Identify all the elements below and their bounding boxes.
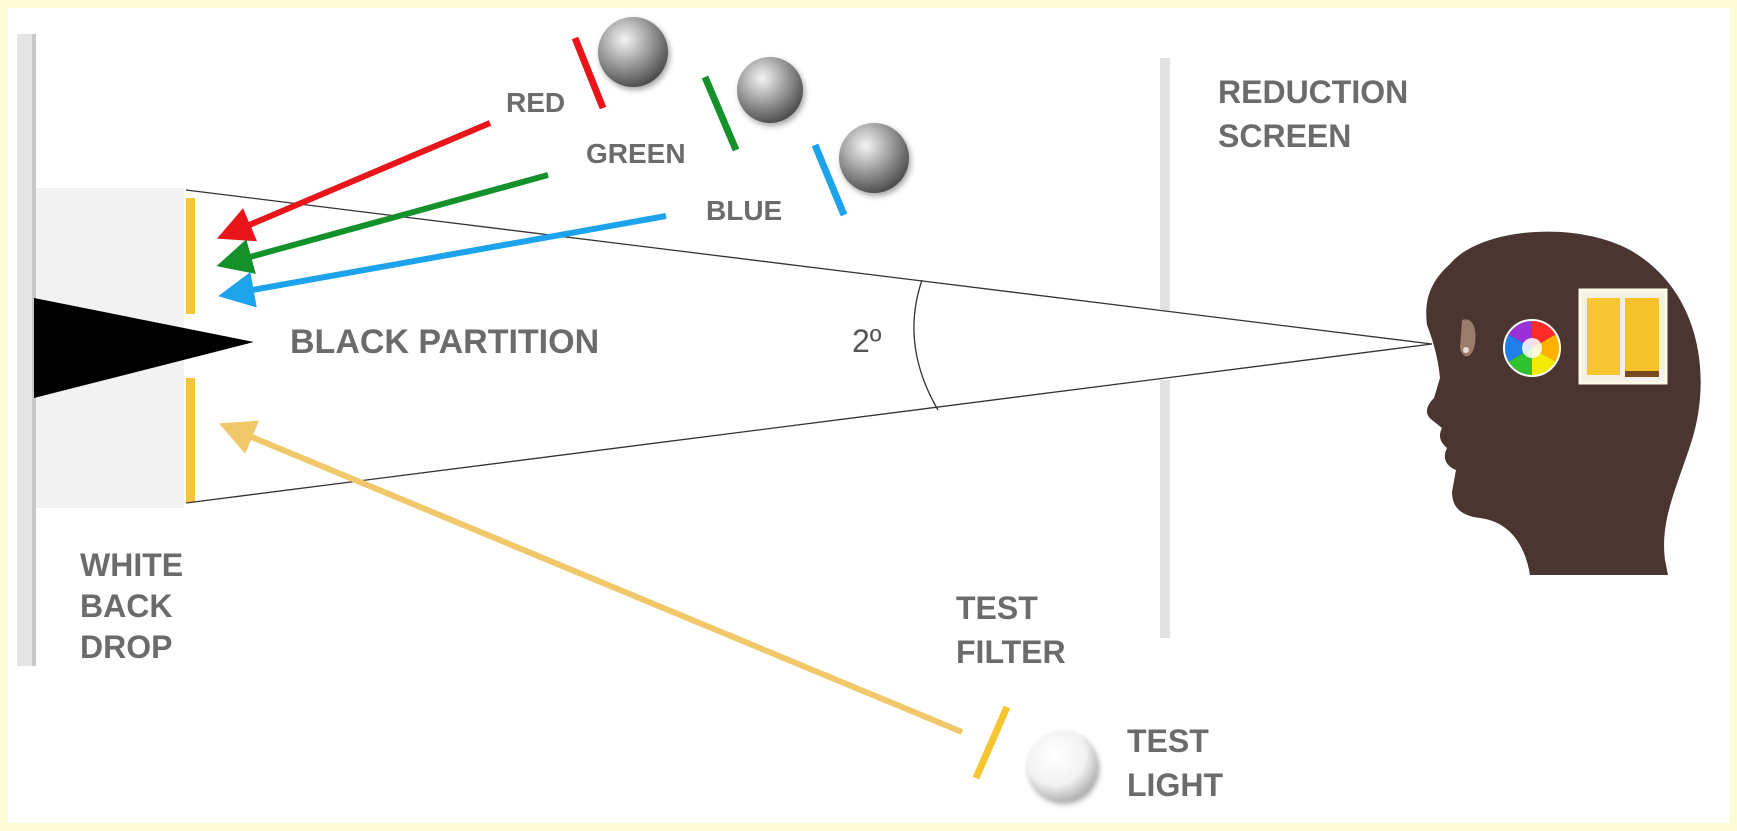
- bottom-field-strip: [186, 378, 195, 502]
- reduction-screen-lower: [1160, 380, 1170, 638]
- green-filter: [701, 75, 740, 152]
- blue-lamp: [839, 123, 909, 193]
- test-lamp: [1027, 731, 1097, 801]
- label-blue: BLUE: [706, 195, 782, 226]
- view-line-bottom: [185, 343, 1433, 504]
- label-test-light-1: TEST: [1127, 723, 1209, 759]
- red-lamp: [598, 17, 668, 87]
- color-wheel-icon: [1503, 319, 1561, 377]
- eye-icon: [1460, 319, 1476, 357]
- label-white-back-drop-1: WHITE: [80, 547, 183, 583]
- green-lamp: [737, 57, 803, 123]
- black-partition: [34, 298, 254, 398]
- top-field-strip: [186, 198, 195, 314]
- label-reduction-screen-2: SCREEN: [1218, 118, 1351, 154]
- red-filter: [571, 36, 607, 110]
- label-test-filter-2: FILTER: [956, 634, 1066, 670]
- eye-highlight: [1463, 347, 1469, 353]
- label-white-back-drop-3: DROP: [80, 629, 172, 665]
- red-arrow: [216, 120, 492, 242]
- label-test-light-2: LIGHT: [1127, 767, 1223, 803]
- test-filter: [972, 705, 1011, 780]
- back-wall: [17, 34, 34, 666]
- perceived-field-icon: [1578, 288, 1668, 385]
- label-test-filter-1: TEST: [956, 590, 1038, 626]
- label-red: RED: [506, 87, 565, 118]
- label-reduction-screen-1: REDUCTION: [1218, 74, 1408, 110]
- green-arrow: [216, 172, 549, 274]
- blue-arrow: [218, 213, 667, 308]
- reduction-screen-upper: [1160, 58, 1170, 310]
- angle-arc: [913, 279, 939, 411]
- blue-filter: [811, 143, 848, 217]
- label-angle: 2º: [852, 323, 882, 359]
- test-beam-arrow: [218, 420, 964, 735]
- observer-head: [1426, 231, 1701, 575]
- label-black-partition: BLACK PARTITION: [290, 323, 599, 361]
- label-white-back-drop-2: BACK: [80, 588, 172, 624]
- label-green: GREEN: [586, 138, 686, 169]
